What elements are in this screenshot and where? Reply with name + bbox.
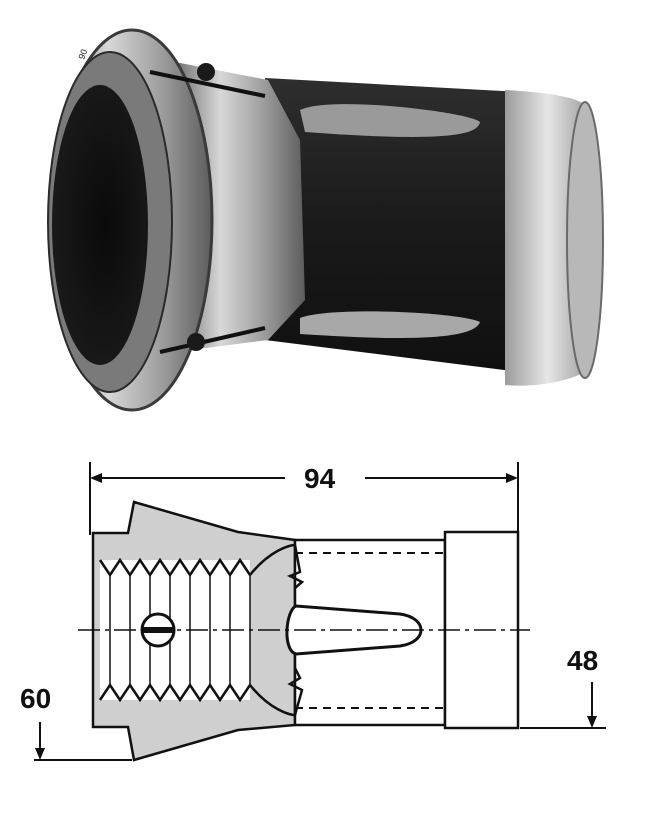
collet-body bbox=[265, 78, 520, 372]
collet-photo: 90 bbox=[47, 28, 604, 412]
dimension-head bbox=[34, 722, 132, 761]
dimension-overall bbox=[89, 462, 519, 535]
body-slot-bottom bbox=[300, 311, 480, 338]
body-slot-top bbox=[300, 104, 480, 137]
thread-teeth-bottom bbox=[98, 682, 252, 703]
end-band-edge bbox=[566, 101, 604, 379]
thread-teeth-top bbox=[98, 557, 252, 578]
photo-marking: 90 bbox=[76, 48, 89, 61]
collet-bore bbox=[52, 85, 148, 365]
break-line bbox=[286, 544, 305, 716]
slit-hole-top bbox=[197, 63, 215, 81]
neck-bore bbox=[249, 543, 296, 717]
dimension-shank bbox=[520, 682, 606, 729]
jaw-slit-bottom bbox=[159, 326, 266, 354]
jaw-slit-top bbox=[149, 70, 266, 98]
dim-head-diameter: 60 bbox=[20, 683, 51, 714]
dim-overall-length: 94 bbox=[304, 463, 336, 494]
dim-shank-diameter: 48 bbox=[567, 645, 598, 676]
collet-drawing bbox=[78, 500, 530, 762]
slit-hole-bottom bbox=[187, 333, 205, 351]
drawing-slot bbox=[285, 604, 423, 656]
